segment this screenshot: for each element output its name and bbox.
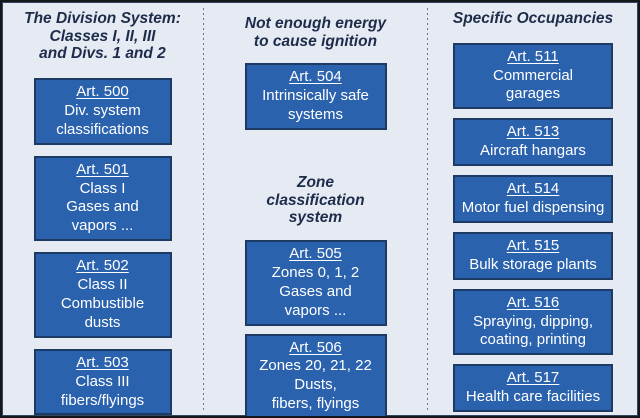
article-link-515[interactable]: Art. 515	[506, 236, 560, 254]
article-desc-513: Aircraft hangars	[480, 142, 586, 160]
article-link-513[interactable]: Art. 513	[506, 123, 560, 141]
article-desc-500: Div. system classifications	[56, 101, 149, 138]
article-box-504: Art. 504 Intrinsically safe systems	[244, 63, 387, 130]
article-link-511[interactable]: Art. 511	[507, 47, 559, 65]
article-desc-511: Commercial garages	[492, 66, 573, 103]
article-box-503: Art. 503 Class III fibers/flyings	[33, 348, 172, 416]
article-desc-504: Intrinsically safe systems	[262, 87, 369, 124]
article-link-501[interactable]: Art. 501	[76, 160, 129, 178]
article-desc-506: Zones 20, 21, 22 Dusts, fibers, flyings	[259, 357, 372, 413]
article-link-505[interactable]: Art. 505	[289, 244, 342, 262]
column-division-system: The Division System: Classes I, II, III …	[2, 2, 203, 416]
article-link-504[interactable]: Art. 504	[289, 68, 342, 86]
article-link-502[interactable]: Art. 502	[76, 257, 129, 275]
article-box-502: Art. 502 Class II Combustible dusts	[33, 252, 172, 338]
article-desc-514: Motor fuel dispensing	[461, 199, 605, 216]
column-specific-occupancies: Specific Occupancies Art. 511 Commercial…	[428, 2, 638, 416]
article-box-517: Art. 517 Health care facilities	[453, 364, 613, 413]
article-box-514: Art. 514 Motor fuel dispensing	[453, 175, 613, 223]
article-box-516: Art. 516 Spraying, dipping, coating, pri…	[453, 288, 613, 356]
article-box-513: Art. 513 Aircraft hangars	[453, 118, 613, 167]
article-box-506: Art. 506 Zones 20, 21, 22 Dusts, fibers,…	[244, 333, 387, 416]
article-box-515: Art. 515 Bulk storage plants	[453, 231, 613, 280]
article-link-514[interactable]: Art. 514	[506, 180, 560, 198]
dotted-divider-left	[203, 8, 204, 410]
division-system-header: The Division System: Classes I, II, III …	[24, 10, 181, 63]
article-link-503[interactable]: Art. 503	[76, 353, 129, 371]
dotted-divider-right	[427, 8, 428, 410]
zone-system-header: Zone classification system	[266, 173, 365, 227]
article-box-505: Art. 505 Zones 0, 1, 2 Gases and vapors …	[244, 239, 387, 326]
article-box-500: Art. 500 Div. system classifications	[33, 77, 172, 145]
article-desc-503: Class III fibers/flyings	[60, 372, 145, 409]
article-link-500[interactable]: Art. 500	[76, 82, 129, 100]
article-desc-516: Spraying, dipping, coating, printing	[472, 312, 594, 349]
article-box-501: Art. 501 Class I Gases and vapors ...	[33, 155, 172, 242]
article-box-511: Art. 511 Commercial garages	[453, 42, 613, 110]
intrinsic-safety-header: Not enough energy to cause ignition	[244, 15, 387, 50]
article-link-517[interactable]: Art. 517	[506, 369, 560, 387]
specific-occupancies-header: Specific Occupancies	[452, 10, 614, 27]
article-link-506[interactable]: Art. 506	[289, 338, 342, 356]
column-zones: Not enough energy to cause ignition Art.…	[204, 2, 427, 416]
article-desc-502: Class II Combustible dusts	[60, 276, 145, 331]
article-desc-505: Zones 0, 1, 2 Gases and vapors ...	[271, 263, 360, 319]
article-link-516[interactable]: Art. 516	[506, 293, 560, 311]
article-desc-515: Bulk storage plants	[469, 255, 597, 273]
article-desc-517: Health care facilities	[465, 388, 601, 406]
article-desc-501: Class I Gases and vapors ...	[66, 179, 139, 235]
